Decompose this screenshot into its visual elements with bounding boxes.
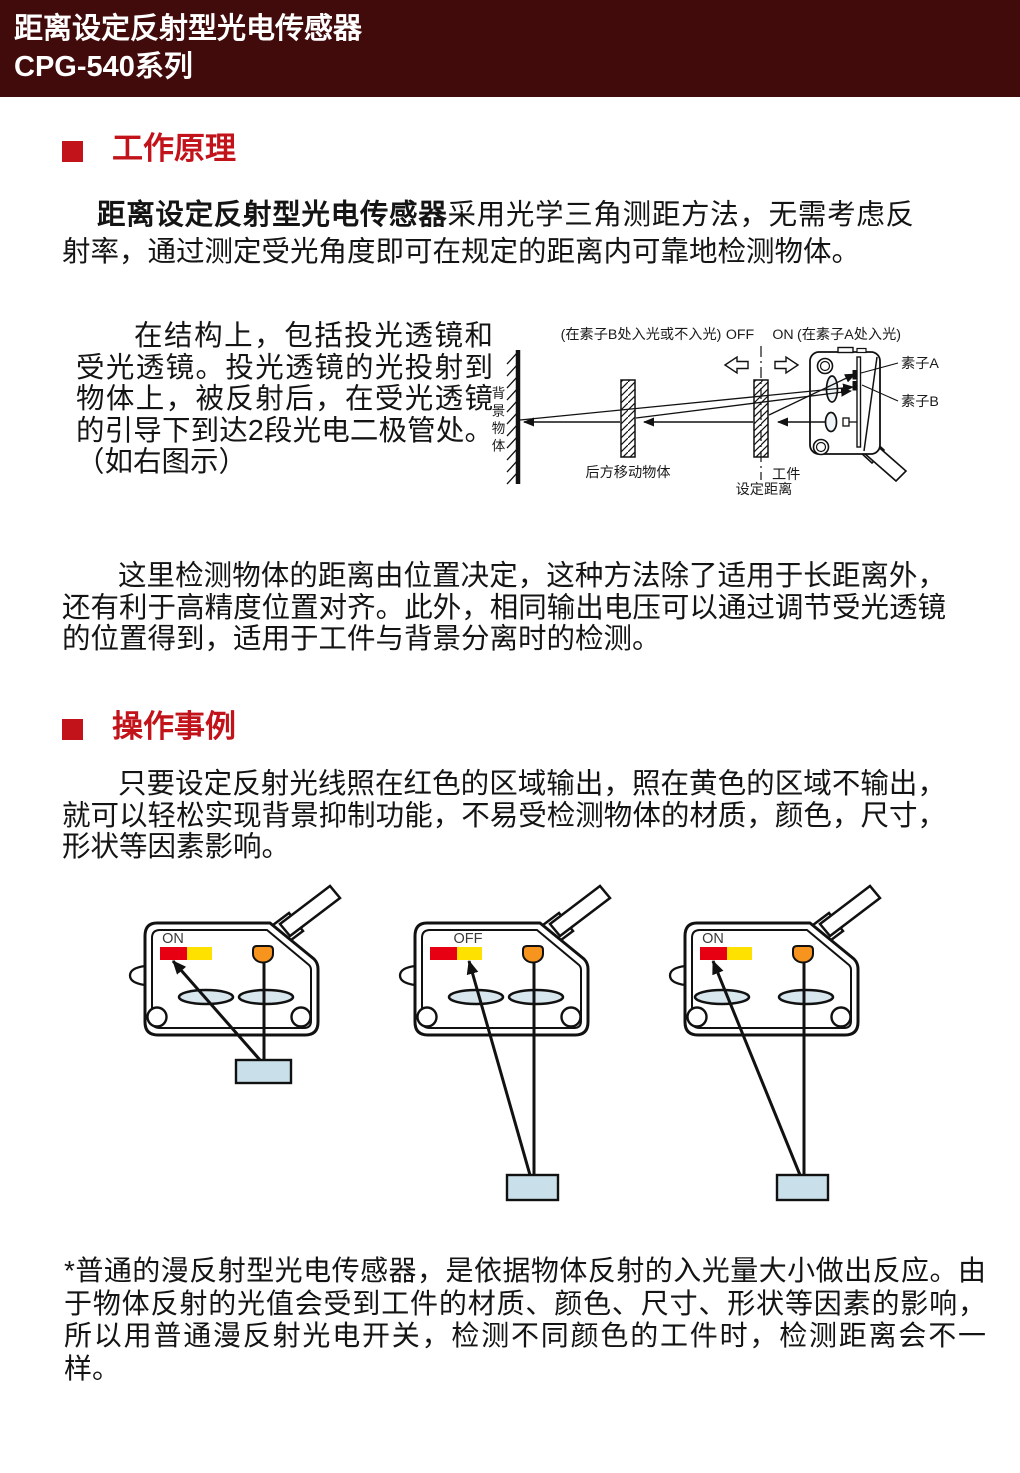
sensor-body-inner [421,929,582,1029]
paragraph-intro-bold-lead: 距离设定反射型光电传感器 [97,199,448,231]
reflected-ray [171,960,262,1061]
state-label: ON [702,931,724,947]
footnote-text: *普通的漫反射型光电传感器，是依据物体反射的入光量大小做出反应。由于物体反射的光… [64,1255,986,1384]
target-object [234,1058,293,1085]
mounting-hole [416,1006,438,1028]
mounting-hole [830,1006,852,1028]
label-workpiece: 工件 [772,467,800,483]
no-output-zone-yellow [457,947,482,960]
sensor-case-far-off: OFF [390,880,640,1215]
paragraph-intro-rest: 采用光学三角测距方法，无需考虑反射率，通过测定受光角度即可在规定的距离内可靠地检… [62,199,914,268]
received-light-paths [519,373,856,421]
label-element-b-zone: (在素子B处入光或不入光) [561,327,722,343]
no-output-zone-yellow [727,947,752,960]
photodiode-board [856,356,862,448]
paragraph-structure: 在结构上，包括投光透镜和受光透镜。投光透镜的光投射到物体上，被反射后，在受光透镜… [76,320,493,479]
principle-diagram: (在素子B处入光或不入光) OFF ON (在素子A处入光) 背景物体 [490,327,940,498]
state-label: OFF [454,931,483,947]
label-background-object: 背景物体 [490,386,506,456]
no-output-zone-yellow [187,947,212,960]
output-zone-red [430,947,457,960]
side-tab [128,964,146,987]
sensor-slant-edge [863,356,878,452]
sensor-top-tab-2 [856,347,867,354]
sensor-diagram-svg: ON [128,884,342,1085]
sensor-diagram-svg: ON [668,884,882,1202]
side-tab [398,964,416,987]
mounting-hole [146,1006,168,1028]
element-b-chip [852,381,858,391]
section-heading-working-principle: 工作原理 [112,131,236,166]
leader-line-element-a [860,362,899,374]
sensor-top-tab [837,346,854,354]
emitter-lens [824,411,838,433]
section-bullet-square [62,719,83,740]
mounting-hole [290,1006,312,1028]
page-header: 距离设定反射型光电传感器 CPG-540系列 [0,0,1020,97]
paragraph-distance: 这里检测物体的距离由位置决定，这种方法除了适用于长距离外，还有利于高精度位置对齐… [62,560,946,656]
sensor-body-inner [691,929,852,1029]
header-title-line1: 距离设定反射型光电传感器 [14,13,363,45]
sensor-cable [278,884,342,938]
wall-hatching [506,351,519,485]
label-off: OFF [726,327,755,343]
emitter-led [522,945,544,964]
reflected-ray [466,960,532,1176]
label-set-distance: 设定距离 [736,481,793,498]
emitter-lens [777,988,835,1006]
receiver-lens [447,988,505,1006]
mounting-hole [686,1006,708,1028]
section-bullet-square [62,141,83,162]
emitter-lens [237,988,295,1006]
emitter-led [792,945,814,964]
header-title-line2: CPG-540系列 [14,51,193,83]
label-element-a-zone: (在素子A处入光) [797,327,901,343]
target-object [505,1173,560,1202]
emitter-led [252,945,274,964]
emitter-chip [842,417,850,427]
reflected-ray [711,960,802,1176]
arrow-left-icon [723,355,749,375]
leader-line-element-b [861,384,899,402]
emitter-lens [507,988,565,1006]
output-zone-red [160,947,187,960]
side-tab [668,964,686,987]
label-element-b: 素子B [901,394,939,410]
paragraph-intro: 距离设定反射型光电传感器采用光学三角测距方法，无需考虑反射率，通过测定受光角度即… [62,197,914,271]
section-heading-operation-example: 操作事例 [112,709,236,744]
sensor-case-far-lens-shift-on: ON [660,880,910,1215]
sensor-body-inner [151,929,312,1029]
target-object [775,1173,830,1202]
state-label: ON [162,931,184,947]
label-on: ON [772,327,793,343]
mounting-hole [560,1006,582,1028]
receiver-lens [693,988,751,1006]
sensor-case-near-on: ON [120,880,370,1215]
arrow-right-icon [774,355,800,375]
rear-moving-object [620,379,636,458]
label-element-a: 素子A [901,356,939,372]
sensor-cable [548,884,612,938]
paragraph-operation: 只要设定反射光线照在红色的区域输出，照在黄色的区域不输出，就可以轻松实现背景抑制… [62,768,946,864]
workpiece-object [753,379,769,458]
mounting-hole-inner [815,441,827,453]
mounting-hole-inner [819,360,831,372]
label-rear-moving-object: 后方移动物体 [585,465,670,481]
sensor-cable [818,884,882,938]
output-zone-red [700,947,727,960]
sensor-diagram-svg: OFF [398,884,612,1202]
